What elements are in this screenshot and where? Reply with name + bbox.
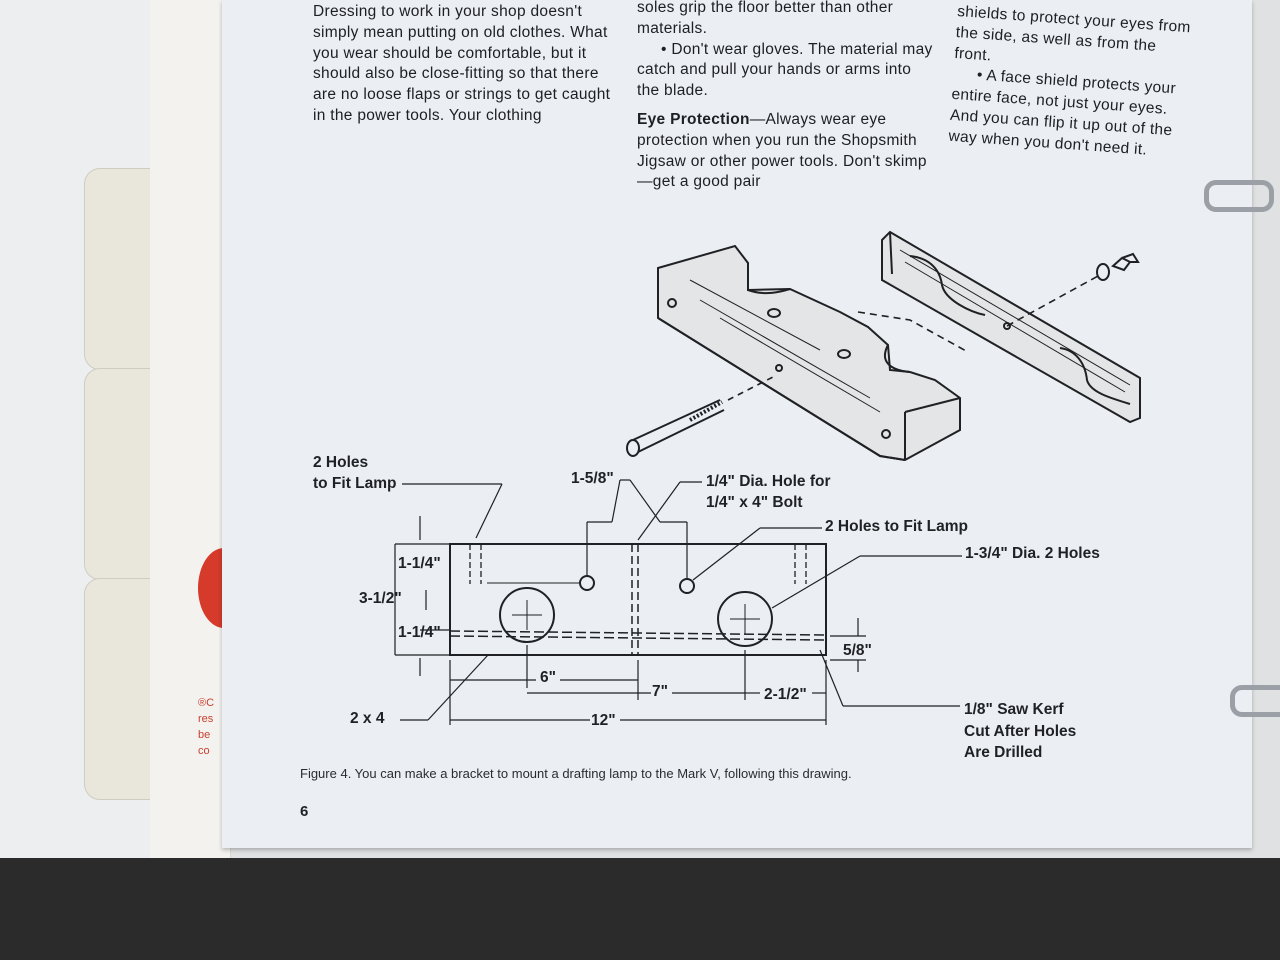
red-fragment-text: res — [198, 713, 214, 725]
label-seven: 7" — [652, 683, 668, 700]
label-one-quarter-top: 1-1/4" — [398, 555, 441, 572]
plan-drawing — [394, 479, 962, 725]
label-three-half: 3-1/2" — [359, 590, 402, 607]
section-heading: Eye Protection — [637, 110, 750, 128]
label-one-five-eighths: 1-5/8" — [571, 470, 614, 487]
page-number: 6 — [300, 803, 309, 820]
red-fragment-text: ®C — [198, 697, 215, 709]
label-big-holes: 1-3/4" Dia. 2 Holes — [965, 545, 1100, 562]
red-fragment-text: co — [198, 745, 210, 757]
divider-tab — [84, 168, 156, 370]
label-twelve: 12" — [591, 712, 616, 729]
paragraph: Dressing to work in your shop doesn't si… — [313, 3, 611, 124]
paragraph-body: —Always wear eye protection when you run… — [637, 110, 927, 191]
text-column-2: soles grip the floor better than other m… — [637, 0, 937, 193]
text-column-1: Dressing to work in your shop doesn't si… — [313, 2, 613, 127]
label-holes-to-fit-lamp-right: 2 Holes to Fit Lamp — [825, 518, 968, 535]
label-six: 6" — [540, 669, 556, 686]
label-two-by-four: 2 x 4 — [350, 710, 385, 727]
label-five-eighths: 5/8" — [843, 642, 872, 659]
manual-page — [222, 0, 1252, 848]
paragraph: soles grip the floor better than other m… — [637, 0, 894, 37]
eye-protection-paragraph: Eye Protection—Always wear eye protectio… — [637, 110, 937, 193]
underlying-page — [150, 0, 231, 880]
label-one-quarter-bottom: 1-1/4" — [398, 624, 441, 641]
label-saw-kerf: 1/8" Saw Kerf Cut After Holes Are Drille… — [964, 701, 1077, 761]
binder-ring-icon — [1204, 180, 1274, 212]
label-two-half: 2-1/2" — [764, 686, 807, 703]
figure-caption: Figure 4. You can make a bracket to moun… — [300, 766, 852, 781]
paragraph: • Don't wear gloves. The material may ca… — [637, 40, 933, 100]
binder-ring-icon — [1230, 685, 1280, 717]
divider-tab — [84, 578, 156, 800]
label-holes-to-fit-lamp-left: 2 Holes to Fit Lamp — [313, 454, 397, 492]
dark-floor — [0, 858, 1280, 960]
isometric-bracket — [626, 230, 1141, 462]
red-fragment-text: be — [198, 729, 211, 741]
label-bolt-hole: 1/4" Dia. Hole for 1/4" x 4" Bolt — [706, 473, 831, 511]
